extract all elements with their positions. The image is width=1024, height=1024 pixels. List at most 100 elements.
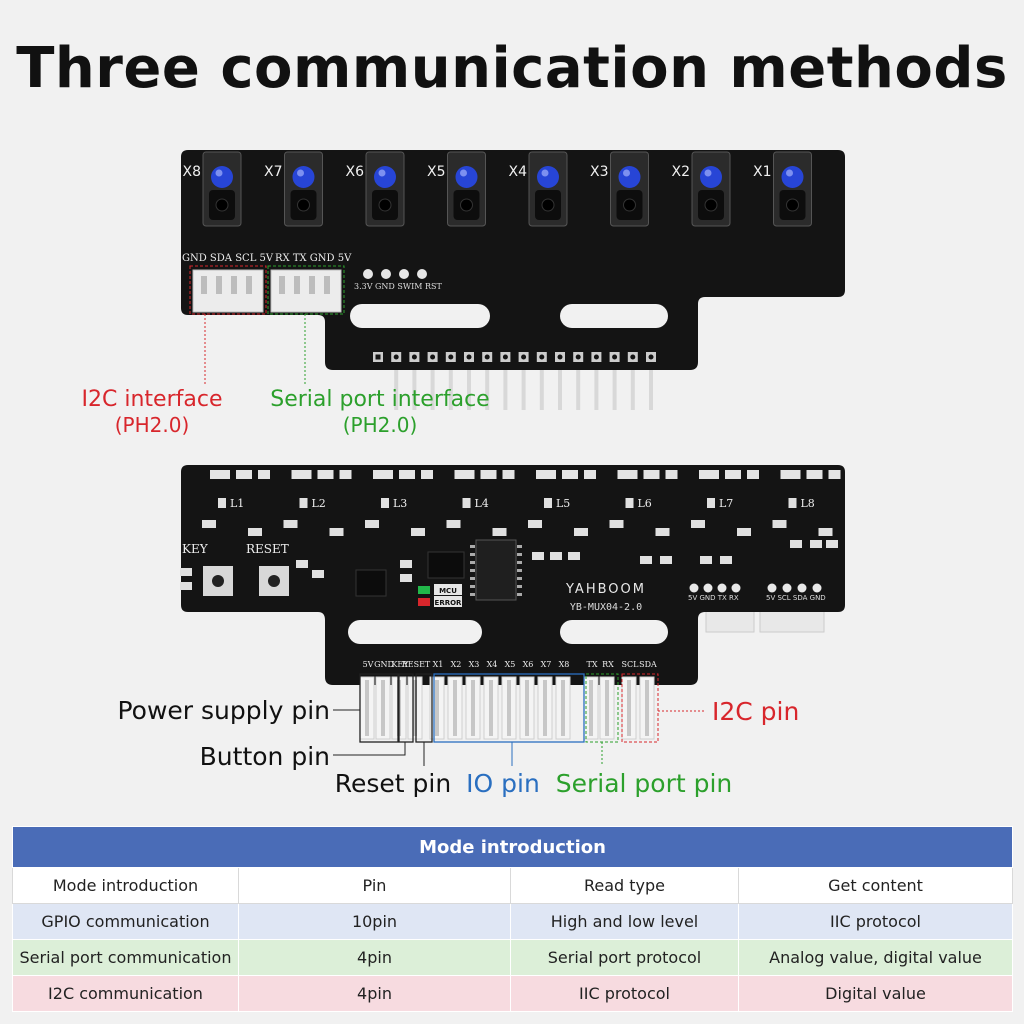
header-pin-label: X6 xyxy=(523,660,534,669)
smd-part xyxy=(640,556,652,564)
bottom-slot-left xyxy=(348,620,482,644)
header-pin-label: X8 xyxy=(559,660,570,669)
smd-cap xyxy=(202,520,216,528)
smd-resistor xyxy=(617,470,638,479)
swim-pad xyxy=(417,269,427,279)
smd-part xyxy=(568,552,580,560)
led-label: L4 xyxy=(475,497,489,510)
smd-resistor xyxy=(536,470,556,479)
channel-label: X2 xyxy=(672,164,691,180)
smd-resistor xyxy=(725,470,741,479)
table-cell: High and low level xyxy=(510,903,739,940)
solder-hole xyxy=(375,354,381,360)
header-pin xyxy=(394,368,399,410)
power-pin-label: Power supply pin xyxy=(118,696,331,725)
smd-cap xyxy=(329,528,344,536)
header-pin xyxy=(521,368,526,410)
header-pin xyxy=(381,680,385,736)
solder-hole xyxy=(575,354,581,360)
solder-hole xyxy=(612,354,618,360)
i2c-header-pins: GND SDA SCL 5V xyxy=(182,253,274,264)
mcu-pin xyxy=(517,553,522,556)
mcu-pin xyxy=(517,593,522,596)
right-pins-2: 5V SCL SDA GND xyxy=(766,594,826,602)
header-pin-label: X2 xyxy=(451,660,462,669)
sensor-led-highlight xyxy=(378,169,386,177)
serial-interface-label: Serial port interface xyxy=(270,387,489,412)
solder-hole xyxy=(539,354,545,360)
sensor-led xyxy=(781,166,804,188)
smd-resistor xyxy=(421,470,433,479)
smd-cap xyxy=(655,528,670,536)
solder-hole xyxy=(466,354,472,360)
smd-led xyxy=(381,498,389,508)
right-pad xyxy=(717,583,727,593)
i2c-pin-label: I2C pin xyxy=(712,697,799,726)
channel-label: X8 xyxy=(183,164,202,180)
sensor-receiver-lens xyxy=(215,198,229,212)
mcu-pin xyxy=(470,545,475,548)
smd-led xyxy=(788,498,797,508)
header-pin xyxy=(430,368,435,410)
table-row: GPIO communication 10pin High and low le… xyxy=(12,903,1014,940)
smd-cap xyxy=(365,520,379,528)
smd-cap xyxy=(492,528,507,536)
header-pin-label: TX xyxy=(586,660,597,669)
sensor-receiver-lens xyxy=(460,198,473,212)
solder-hole xyxy=(393,354,399,360)
i2c-interface-label: I2C interface xyxy=(82,387,223,412)
table-cell: IIC protocol xyxy=(737,903,1014,940)
smd-led xyxy=(707,498,715,508)
solder-hole xyxy=(648,354,654,360)
smd-part xyxy=(810,540,822,548)
smd-resistor xyxy=(480,470,497,479)
mcu-pin xyxy=(517,577,522,580)
smd-part xyxy=(180,582,192,590)
error-label: ERROR xyxy=(435,599,463,607)
solder-hole xyxy=(593,354,599,360)
sensor-led-highlight xyxy=(704,169,712,177)
table-row: I2C communication 4pin IIC protocol Digi… xyxy=(12,975,1014,1012)
header-pin-label: RX xyxy=(602,660,614,669)
sensor-led-highlight xyxy=(786,169,793,177)
smd-part xyxy=(826,540,838,548)
i2c-connector-outline xyxy=(189,265,267,315)
smd-resistor xyxy=(584,470,596,479)
solder-hole xyxy=(484,354,490,360)
smd-resistor xyxy=(236,470,252,479)
right-pad xyxy=(812,583,822,593)
header-pin xyxy=(448,368,453,410)
smd-resistor xyxy=(699,470,719,479)
sensor-receiver-lens xyxy=(297,198,310,212)
page-title: Three communication methods xyxy=(16,36,1008,101)
solder-hole xyxy=(521,354,527,360)
connector-pin xyxy=(216,276,222,294)
table-cell: Digital value xyxy=(737,975,1014,1012)
table-cell: Serial port communication xyxy=(12,939,239,976)
header-pin xyxy=(576,368,581,410)
sensor-receiver-lens xyxy=(378,198,392,212)
smd-resistor xyxy=(339,470,352,479)
smd-part xyxy=(532,552,544,560)
header-pin-label: KEY xyxy=(391,660,409,669)
right-pad xyxy=(689,583,699,593)
right-pad xyxy=(703,583,713,593)
channel-label: X6 xyxy=(346,164,365,180)
serial-header-pins: RX TX GND 5V xyxy=(275,253,352,264)
smd-resistor xyxy=(806,470,823,479)
mode-table: Mode introduction Mode introduction Pin … xyxy=(11,826,1014,1012)
smd-part xyxy=(400,560,412,568)
mcu-chip xyxy=(475,539,517,601)
top-board-pcb xyxy=(181,150,845,370)
bottom-slot-right xyxy=(560,620,668,644)
button-leader xyxy=(333,742,406,756)
header-pin xyxy=(645,680,649,736)
sensor-receiver-lens xyxy=(541,198,555,212)
sensor-receiver-lens xyxy=(786,198,799,212)
reset-pin-label: Reset pin xyxy=(335,769,451,798)
header-pin xyxy=(630,368,635,410)
smd-led xyxy=(462,498,471,508)
header-pin-label: X7 xyxy=(541,660,552,669)
header-pin xyxy=(471,680,475,736)
solder-hole xyxy=(430,354,436,360)
